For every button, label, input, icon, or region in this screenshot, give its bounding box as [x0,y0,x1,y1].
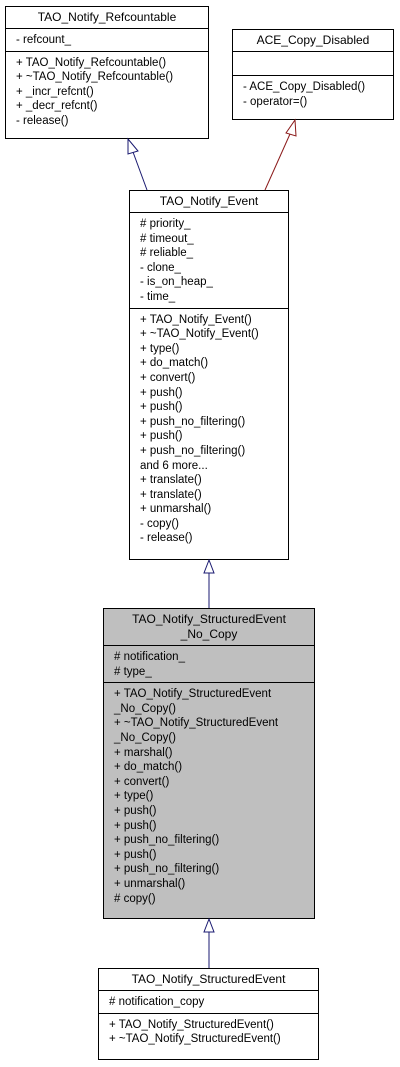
attribute: - is_on_heap_ [140,276,213,289]
class-title-line: ACE_Copy_Disabled [256,33,370,47]
attribute: # timeout_ [140,232,194,245]
attribute: # notification_copy [109,996,205,1008]
attribute-section: # notification_ # type_ [104,645,314,682]
method: + unmarshal() [114,877,186,890]
method: + do_match() [140,357,209,370]
method: + push() [114,819,157,832]
method: + push() [140,401,183,414]
method: + ~TAO_Notify_Event() [140,328,259,341]
method: + do_match() [114,761,183,774]
attribute: - clone_ [140,261,181,274]
method: + ~TAO_Notify_StructuredEvent() [109,1033,281,1046]
method: + convert() [114,775,170,788]
method: + type() [114,790,154,803]
method: + translate() [140,474,202,487]
method-section: + TAO_Notify_StructuredEvent() + ~TAO_Not… [99,1012,318,1050]
method-section: + TAO_Notify_Event() + ~TAO_Notify_Event(… [130,307,288,550]
method: + _incr_refcnt() [16,85,94,98]
edge-event-to-copy-disabled [264,118,297,191]
attribute-section [233,51,393,75]
method: _No_Copy() [114,731,176,744]
class-title: TAO_Notify_Refcountable [6,7,208,28]
method: and 6 more... [140,459,208,472]
method: - copy() [140,517,179,530]
method: # copy() [114,892,156,905]
method: + marshal() [114,746,173,759]
attribute-section: # priority_ # timeout_ # reliable_- clone_… [130,212,288,308]
class-title-line: _No_Copy [180,627,238,641]
method: + TAO_Notify_StructuredEvent() [109,1018,274,1031]
class-tao-notify-refcountable[interactable]: TAO_Notify_Refcountable - refcount_ + TAO_… [5,6,209,139]
class-tao-notify-event[interactable]: TAO_Notify_Event # priority_ # timeout_ # r… [129,190,289,560]
edge-nocopy-to-event [203,558,215,608]
method: + _decr_refcnt() [16,100,98,113]
attribute: # reliable_ [140,247,194,260]
method: - operator=() [243,95,308,108]
method: + push() [114,804,157,817]
method: _No_Copy() [114,702,176,715]
method: + ~TAO_Notify_StructuredEvent [114,717,279,730]
method-section: + TAO_Notify_Refcountable() + ~TAO_Notify… [6,50,208,132]
class-title-line: TAO_Notify_Event [159,194,259,208]
edge-event-to-refcountable [127,137,148,191]
method: + push() [140,430,183,443]
class-title: ACE_Copy_Disabled [233,30,393,51]
method: + push() [114,848,157,861]
class-tao-notify-structuredevent-no-copy[interactable]: TAO_Notify_StructuredEvent_No_Copy# noti… [103,608,315,919]
method: + type() [140,342,180,355]
attribute-section: - refcount_ [6,28,208,51]
method: - ACE_Copy_Disabled() [243,81,366,93]
attribute: - refcount_ [16,34,71,46]
method: + convert() [140,371,196,384]
class-title-line: TAO_Notify_StructuredEvent [132,612,286,626]
method-section: + TAO_Notify_StructuredEvent_No_Copy()+ … [104,682,314,909]
attribute: # notification_ [114,651,185,663]
method: + TAO_Notify_StructuredEvent [114,688,272,701]
method: + push_no_filtering() [114,863,220,876]
attribute: # type_ [114,665,152,678]
method: + push_no_filtering() [114,834,220,847]
attribute: - time_ [140,290,176,303]
class-ace-copy-disabled[interactable]: ACE_Copy_Disabled- ACE_Copy_Disabled()- … [232,29,394,120]
class-title: TAO_Notify_StructuredEvent_No_Copy [104,609,314,645]
method: + push_no_filtering() [140,415,246,428]
method: + push() [140,386,183,399]
class-tao-notify-structuredevent[interactable]: TAO_Notify_StructuredEvent # notification… [98,968,319,1060]
class-title: TAO_Notify_Event [130,191,288,212]
method: + TAO_Notify_Event() [140,313,252,326]
method: + TAO_Notify_Refcountable() [16,56,167,69]
method-section: - ACE_Copy_Disabled() - operator=() [233,75,393,112]
method: + unmarshal() [140,503,212,516]
edge-structured-to-nocopy [203,917,215,968]
attribute: # priority_ [140,218,191,230]
method: + translate() [140,488,202,501]
method: - release() [16,114,69,127]
method: + ~TAO_Notify_Refcountable() [16,71,174,84]
attribute-section: # notification_copy [99,990,318,1013]
method: - release() [140,532,193,545]
class-title-line: TAO_Notify_Refcountable [37,10,177,24]
class-title-line: TAO_Notify_StructuredEvent [131,972,286,986]
class-title: TAO_Notify_StructuredEvent [99,969,318,990]
method: + push_no_filtering() [140,444,246,457]
